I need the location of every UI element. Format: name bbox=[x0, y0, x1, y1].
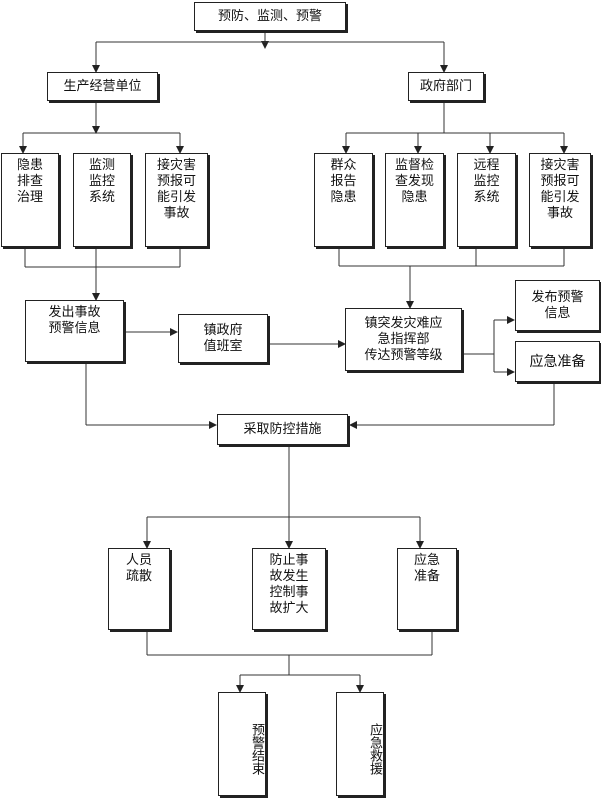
node-hazard-fix[interactable]: 隐患 排查 治理 bbox=[1, 153, 59, 247]
node-supervise-check[interactable]: 监督检 查发现 隐患 bbox=[385, 153, 444, 247]
node-enterprise[interactable]: 生产经营单位 bbox=[47, 72, 158, 101]
node-government[interactable]: 政府部门 bbox=[408, 72, 484, 101]
node-top[interactable]: 预防、监测、预警 bbox=[194, 2, 346, 31]
node-publish-warning[interactable]: 发布预警 信息 bbox=[515, 280, 600, 331]
node-town-command[interactable]: 镇突发灾难应 急指挥部 传达预警等级 bbox=[345, 308, 462, 371]
node-mass-report[interactable]: 群众 报告 隐患 bbox=[314, 153, 373, 247]
node-take-measures[interactable]: 采取防控措施 bbox=[217, 414, 348, 445]
node-town-duty-room[interactable]: 镇政府 值班室 bbox=[178, 314, 268, 363]
node-warning-end[interactable]: 预警结束 bbox=[218, 692, 266, 796]
node-evacuate[interactable]: 人员 疏散 bbox=[108, 548, 170, 630]
node-monitor-control[interactable]: 监测 监控 系统 bbox=[73, 153, 131, 247]
node-prevent-expand[interactable]: 防止事 故发生 控制事 故扩大 bbox=[252, 548, 326, 630]
node-receive-warning-b[interactable]: 接灾害 预报可 能引发 事故 bbox=[529, 153, 591, 247]
node-emergency-rescue[interactable]: 应急救援 bbox=[336, 692, 384, 796]
node-emergency-prep-bottom[interactable]: 应急 准备 bbox=[397, 548, 457, 630]
node-issue-accident-warning[interactable]: 发出事故 预警信息 bbox=[25, 300, 124, 362]
node-emergency-prep-right[interactable]: 应急准备 bbox=[515, 341, 600, 382]
node-remote-monitor[interactable]: 远程 监控 系统 bbox=[457, 153, 516, 247]
node-receive-warning-a[interactable]: 接灾害 预报可 能引发 事故 bbox=[145, 153, 208, 247]
